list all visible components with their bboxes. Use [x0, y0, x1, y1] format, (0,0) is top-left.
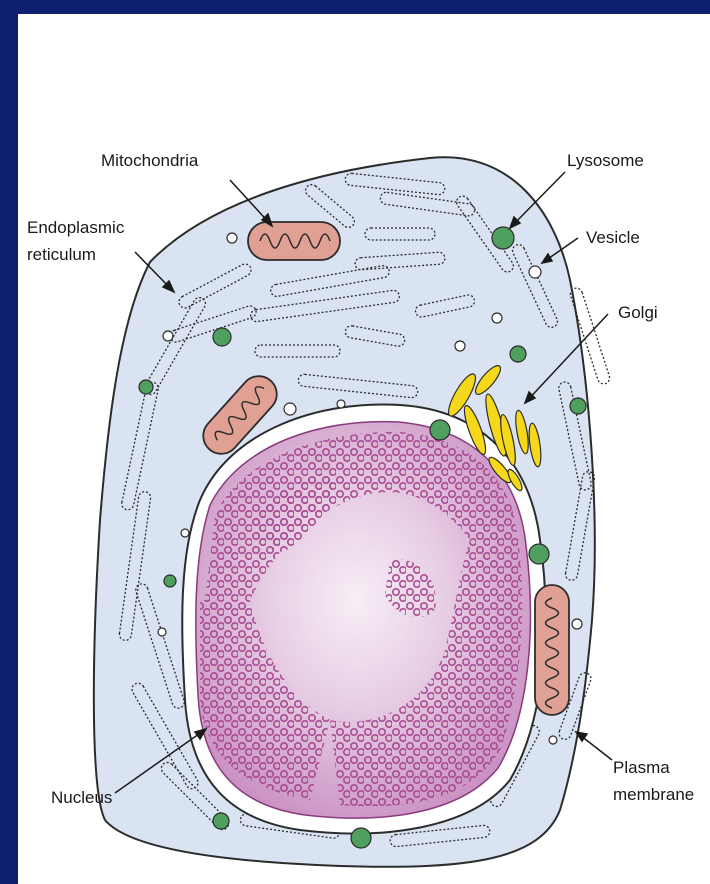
label-mitochondria: Mitochondria: [101, 151, 199, 170]
label-plasma-line2: membrane: [613, 785, 694, 804]
mitochondrion-top: [248, 222, 340, 260]
mitochondrion-right: [535, 585, 569, 715]
label-golgi: Golgi: [618, 303, 658, 322]
label-er-line1: Endoplasmic: [27, 218, 125, 237]
label-plasma-line1: Plasma: [613, 758, 670, 777]
label-nucleus: Nucleus: [51, 788, 112, 807]
label-er-line2: reticulum: [27, 245, 96, 264]
label-lysosome: Lysosome: [567, 151, 644, 170]
label-vesicle: Vesicle: [586, 228, 640, 247]
